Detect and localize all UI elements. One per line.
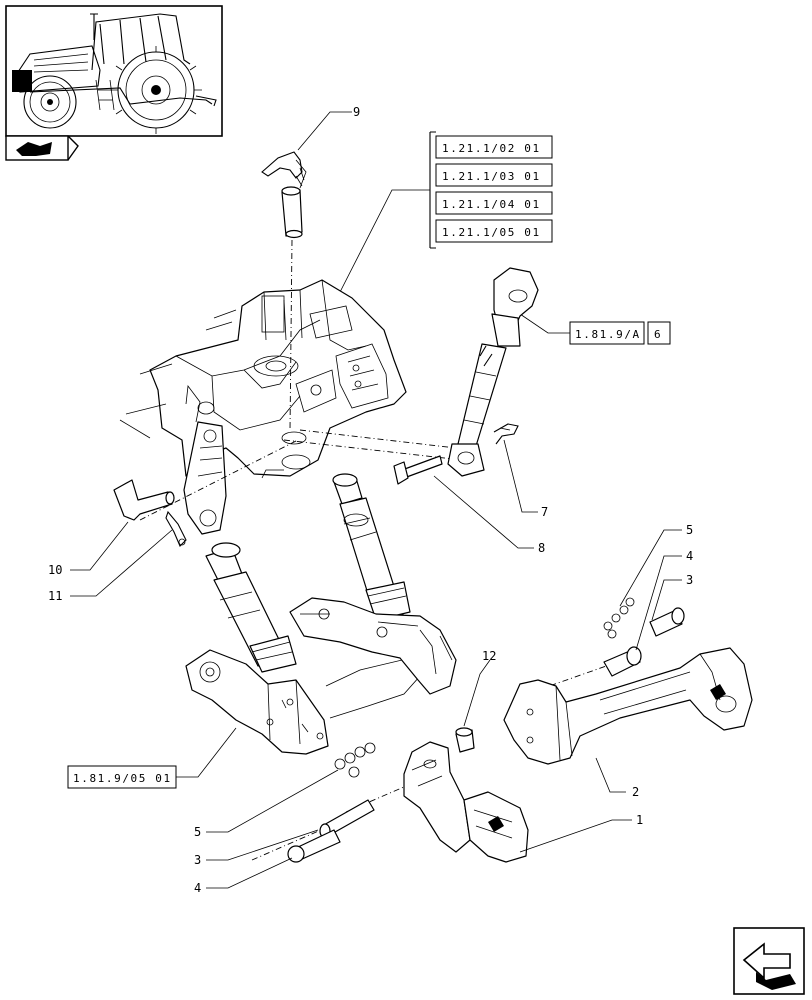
reference-label: 1.81.9/05 01 <box>73 772 172 785</box>
next-page-arrow-icon[interactable] <box>733 927 805 995</box>
tractor-thumbnail-icon[interactable] <box>5 5 223 137</box>
callout-5-lower: 5 <box>194 825 201 839</box>
reference-label: 1.21.1/02 01 <box>442 142 541 155</box>
view-direction-icon <box>5 135 79 161</box>
pin-part-10[interactable] <box>113 479 175 521</box>
reference-box[interactable]: 1.21.1/05 01 <box>435 219 553 243</box>
pin-part-4-lower[interactable] <box>287 829 341 863</box>
callout-11: 11 <box>48 589 62 603</box>
reference-label: 1.21.1/05 01 <box>442 226 541 239</box>
reference-label: 1.21.1/04 01 <box>442 198 541 211</box>
callout-10: 10 <box>48 563 62 577</box>
reference-label: 1.21.1/03 01 <box>442 170 541 183</box>
reference-label: 1.81.9/A <box>575 328 641 341</box>
pin-part-9[interactable] <box>261 151 307 239</box>
callout-5-upper: 5 <box>686 523 693 537</box>
clip-chain-part-5-upper[interactable] <box>603 597 635 639</box>
clip-part-7[interactable] <box>493 423 519 445</box>
lower-link-arm-part-2[interactable] <box>503 647 753 765</box>
callout-4-upper: 4 <box>686 549 693 563</box>
callout-9: 9 <box>353 105 360 119</box>
plug-part-12[interactable] <box>455 727 475 753</box>
callout-7: 7 <box>541 505 548 519</box>
callout-leaders <box>70 111 682 889</box>
pin-part-3-upper[interactable] <box>649 607 685 637</box>
rear-housing <box>119 279 407 535</box>
pin-part-4-upper[interactable] <box>603 646 642 677</box>
reference-group: 1.21.1/02 01 1.21.1/03 01 1.21.1/04 01 1… <box>337 131 553 297</box>
callout-2: 2 <box>632 785 639 799</box>
lift-frame-reference[interactable]: 1.81.9/05 01 <box>67 727 237 789</box>
lift-arm-frame <box>185 597 457 755</box>
callout-8: 8 <box>538 541 545 555</box>
reference-box[interactable]: 1.21.1/03 01 <box>435 163 553 187</box>
top-link-reference[interactable]: 1.81.9/A 6 <box>519 313 671 345</box>
reference-box[interactable]: 1.21.1/04 01 <box>435 191 553 215</box>
clip-part-11[interactable] <box>165 510 187 547</box>
lift-cylinder-left <box>205 542 297 673</box>
top-link-assembly[interactable] <box>447 267 539 477</box>
reference-box[interactable]: 1.21.1/02 01 <box>435 135 553 159</box>
callout-labels: 9 7 8 10 11 12 5 4 3 2 1 5 3 4 <box>48 105 693 895</box>
clip-chain-part-5-lower[interactable] <box>334 742 376 778</box>
lift-cylinder-right <box>332 473 411 627</box>
callout-12: 12 <box>482 649 496 663</box>
lower-link-end-part-1[interactable] <box>403 741 529 863</box>
quantity-label: 6 <box>654 328 662 341</box>
pin-part-8[interactable] <box>393 455 443 485</box>
callout-4-lower: 4 <box>194 881 201 895</box>
callout-3-upper: 3 <box>686 573 693 587</box>
callout-3-lower: 3 <box>194 853 201 867</box>
callout-1: 1 <box>636 813 643 827</box>
